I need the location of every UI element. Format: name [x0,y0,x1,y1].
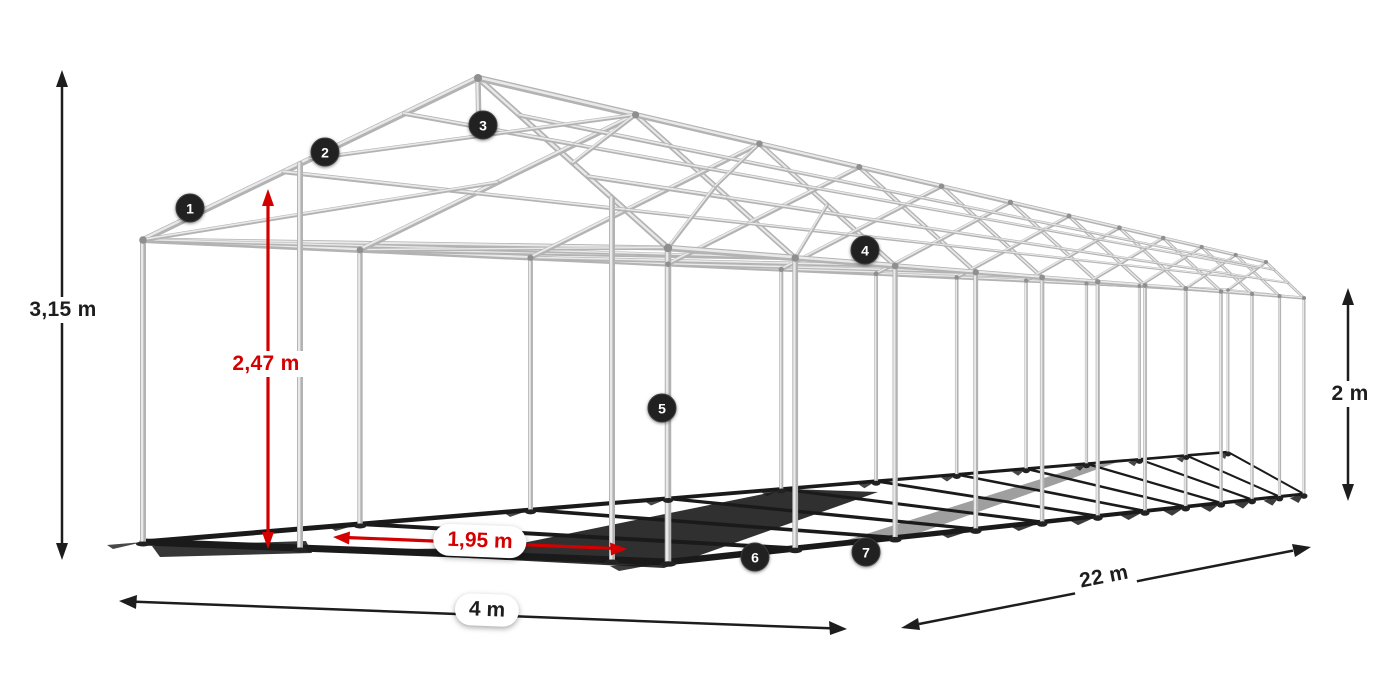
width-label: 4 m [454,592,520,628]
roof-braces [141,75,830,260]
entrance-width-label: 1,95 m [432,523,528,559]
part-marker-5[interactable]: 5 [647,393,677,423]
front-face [297,161,615,563]
near-wall [664,244,1306,566]
part-marker-4[interactable]: 4 [850,235,880,265]
entrance-height-label: 2,47 m [225,351,307,377]
side-height-label: 2 m [1324,381,1376,407]
total-height-label: 3,15 m [22,297,104,323]
part-marker-2[interactable]: 2 [310,137,340,167]
ground-rails [139,450,1306,566]
part-marker-3[interactable]: 3 [468,110,498,140]
joints [136,74,1308,567]
part-marker-6[interactable]: 6 [740,542,770,572]
part-marker-7[interactable]: 7 [851,537,881,567]
part-marker-1[interactable]: 1 [175,193,205,223]
